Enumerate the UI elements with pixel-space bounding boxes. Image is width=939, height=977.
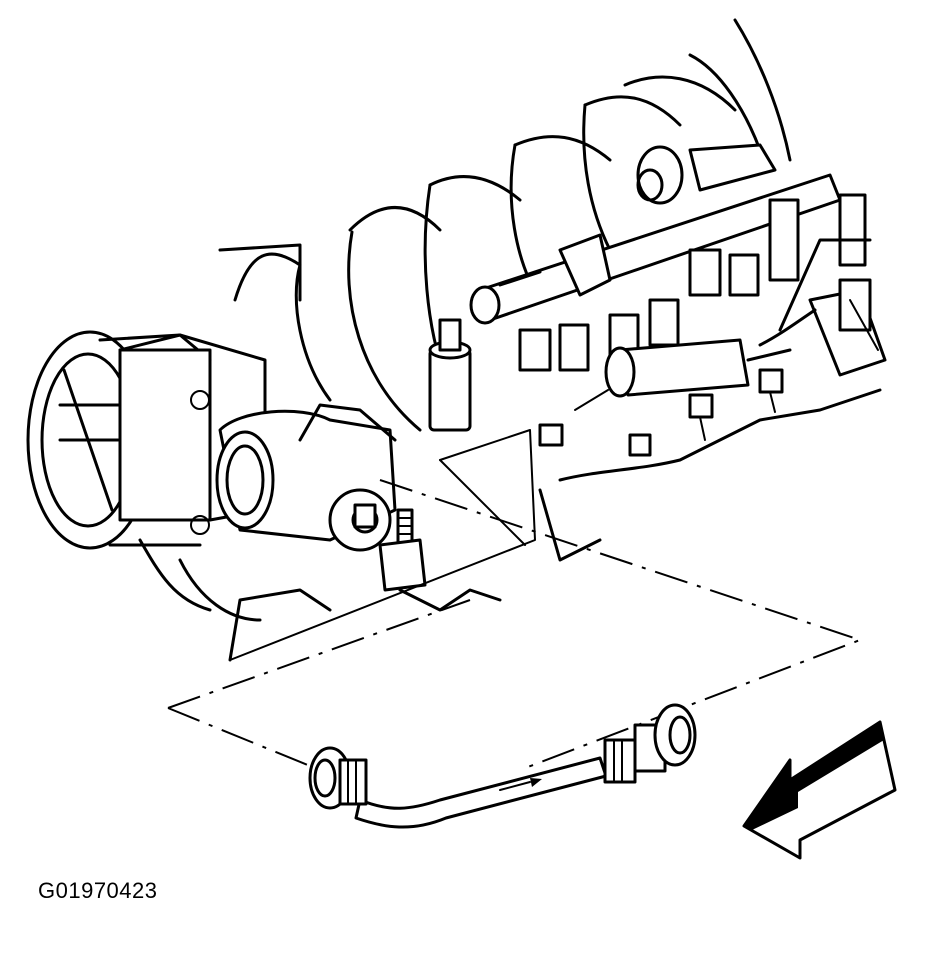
throttle-body [26, 330, 267, 550]
intake-runners [233, 18, 792, 432]
detail-callout [167, 429, 863, 771]
bolt [628, 433, 652, 457]
bolts [538, 368, 784, 457]
electrical-connector [758, 193, 887, 377]
engine-assembly [26, 18, 887, 662]
pipe-fitting-right [603, 703, 697, 784]
figure-id-label: G01970423 [38, 878, 158, 903]
bolt [688, 393, 714, 441]
arrow-icon [742, 720, 897, 860]
pipe-fitting-left [308, 746, 368, 810]
bolt [538, 423, 564, 447]
bolt [758, 368, 784, 413]
egr-pipe [308, 703, 697, 829]
engine-block [138, 238, 882, 662]
vertical-cylinder [428, 318, 472, 432]
sensor-tube [574, 338, 792, 411]
valve-housing [215, 403, 427, 592]
